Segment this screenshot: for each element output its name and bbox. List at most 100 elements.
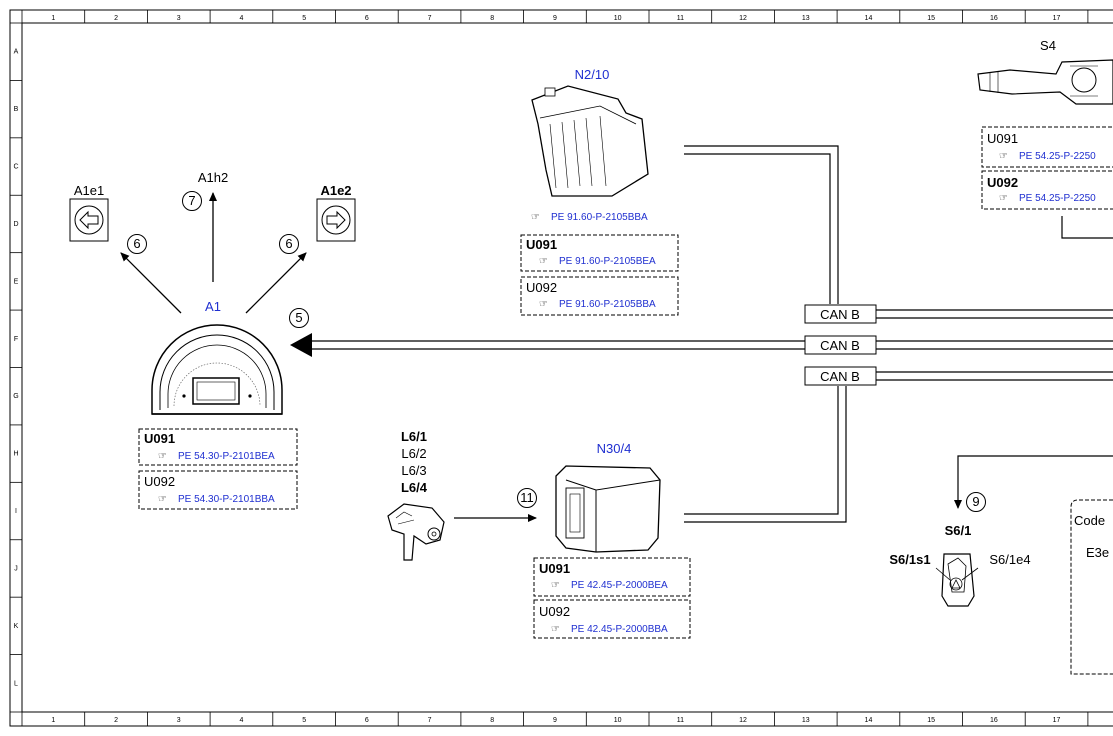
svg-text:7: 7	[188, 193, 195, 208]
grid-column-label: 17	[1053, 15, 1061, 22]
n2-10-control-unit	[531, 85, 649, 197]
grid-row-label: K	[14, 623, 19, 630]
grid-column-label: 1	[51, 717, 55, 724]
s6-1-hazard-switch	[935, 553, 979, 607]
grid-column-label: 9	[553, 15, 557, 22]
svg-text:PE 54.30-P-2101BBA: PE 54.30-P-2101BBA	[178, 494, 275, 505]
svg-text:U091: U091	[526, 237, 557, 252]
svg-text:9: 9	[972, 494, 979, 509]
n30-4-label: N30/4	[597, 441, 632, 456]
svg-text:U091: U091	[987, 131, 1018, 146]
grid-row-label: I	[15, 508, 17, 515]
grid-column-label: 9	[553, 717, 557, 724]
pointing-hand-icon: ☞	[551, 624, 560, 635]
a1-instrument-cluster	[151, 324, 283, 415]
svg-text:PE 54.30-P-2101BEA: PE 54.30-P-2101BEA	[178, 451, 275, 462]
svg-text:L6/2: L6/2	[401, 446, 426, 461]
s4-combination-switch	[977, 59, 1113, 105]
svg-text:CAN B: CAN B	[820, 307, 860, 322]
code-box-a1-u091: U091 ☞ PE 54.30-P-2101BEA	[138, 428, 298, 466]
s6-1-label: S6/1	[945, 523, 972, 538]
a1-label: A1	[205, 299, 221, 314]
grid-column-label: 8	[490, 717, 494, 724]
svg-text:PE 42.45-P-2000BEA: PE 42.45-P-2000BEA	[571, 580, 668, 591]
svg-text:U092: U092	[526, 280, 557, 295]
a1e1-label: A1e1	[74, 183, 104, 198]
svg-text:U091: U091	[144, 431, 175, 446]
s6-1s1-label: S6/1s1	[889, 552, 930, 567]
grid-column-label: 16	[990, 15, 998, 22]
grid-column-label: 2	[114, 717, 118, 724]
grid-column-label: 4	[239, 15, 243, 22]
callout-circle: 6	[279, 234, 299, 254]
pointing-hand-icon: ☞	[158, 494, 167, 505]
svg-text:PE 91.60-P-2105BBA: PE 91.60-P-2105BBA	[559, 299, 656, 310]
callout-circle: 6	[127, 234, 147, 254]
grid-column-label: 3	[177, 717, 181, 724]
can-b-label-box: CAN B	[804, 335, 877, 355]
svg-text:U092: U092	[539, 604, 570, 619]
grid-column-label: 8	[490, 15, 494, 22]
svg-text:E3e: E3e	[1086, 545, 1109, 560]
grid-column-label: 15	[927, 15, 935, 22]
can-bus-wiring	[290, 145, 1113, 523]
n30-4-control-unit	[555, 465, 661, 553]
pointing-hand-icon: ☞	[531, 212, 540, 223]
can-b-label-box: CAN B	[804, 366, 877, 386]
code-box-a1-u092: U092 ☞ PE 54.30-P-2101BBA	[138, 470, 298, 510]
callout-circle: 9	[966, 492, 986, 512]
n2-10-reference: PE 91.60-P-2105BBA	[551, 212, 648, 223]
grid-row-label: A	[14, 49, 19, 56]
pointing-hand-icon: ☞	[551, 580, 560, 591]
grid-row-label: G	[13, 393, 18, 400]
grid-column-label: 15	[927, 717, 935, 724]
callout-circle: 5	[289, 308, 309, 328]
svg-text:11: 11	[520, 490, 534, 505]
codes-box: Code E3e	[1070, 499, 1113, 675]
grid-column-label: 16	[990, 717, 998, 724]
l6-labels: L6/1 L6/2 L6/3 L6/4	[401, 429, 428, 495]
grid-column-label: 10	[614, 15, 622, 22]
grid-row-label: J	[14, 565, 18, 572]
a1-output-arrows	[120, 192, 307, 314]
svg-text:PE 91.60-P-2105BEA: PE 91.60-P-2105BEA	[559, 256, 656, 267]
a1e1-turn-signal-left	[69, 198, 109, 242]
grid-column-label: 13	[802, 717, 810, 724]
pointing-hand-icon: ☞	[999, 193, 1008, 204]
code-box-n2-u092: U092 ☞ PE 91.60-P-2105BBA	[520, 276, 679, 316]
grid-row-label: C	[13, 164, 18, 171]
grid-column-label: 1	[51, 15, 55, 22]
grid-column-label: 7	[428, 15, 432, 22]
svg-text:CAN B: CAN B	[820, 369, 860, 384]
grid-row-label: H	[13, 451, 18, 458]
grid-column-label: 11	[677, 717, 684, 724]
grid-column-label: 6	[365, 717, 369, 724]
pointing-hand-icon: ☞	[539, 299, 548, 310]
svg-text:L6/1: L6/1	[401, 429, 427, 444]
s4-wire	[1061, 216, 1113, 239]
grid-column-label: 10	[614, 717, 622, 724]
can-b-label-box: CAN B	[804, 304, 877, 324]
l6-speed-sensor	[387, 503, 445, 561]
grid-column-label: 4	[239, 717, 243, 724]
grid-column-label: 12	[739, 717, 747, 724]
grid-row-label: B	[14, 106, 19, 113]
svg-text:6: 6	[285, 236, 292, 251]
svg-text:PE 54.25-P-2250: PE 54.25-P-2250	[1019, 151, 1096, 162]
grid-row-label: D	[13, 221, 18, 228]
a1e2-turn-signal-right	[316, 198, 356, 242]
code-box-n30-u092: U092 ☞ PE 42.45-P-2000BBA	[533, 599, 691, 639]
svg-text:Code: Code	[1074, 513, 1105, 528]
grid-column-label: 12	[739, 15, 747, 22]
pointing-hand-icon: ☞	[158, 451, 167, 462]
s4-label: S4	[1040, 38, 1056, 53]
grid-column-label: 5	[302, 15, 306, 22]
grid-column-label: 13	[802, 15, 810, 22]
callout-circle: 11	[517, 488, 537, 508]
grid-row-label: L	[14, 680, 18, 687]
grid-row-label: E	[14, 278, 19, 285]
svg-text:L6/4: L6/4	[401, 480, 428, 495]
grid-column-label: 3	[177, 15, 181, 22]
